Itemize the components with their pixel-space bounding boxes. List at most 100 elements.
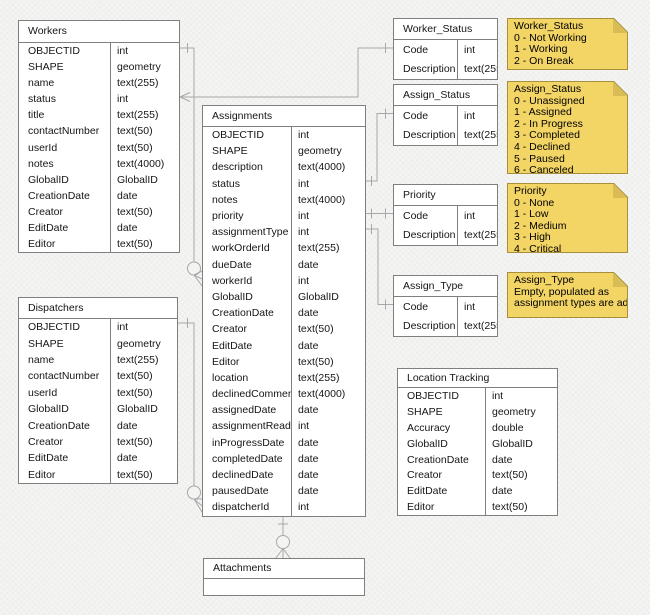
field-type: date [110, 187, 179, 204]
note-line: Empty, populated as [514, 285, 609, 298]
field-type: int [457, 297, 497, 317]
rel-dispatchers-assignments [178, 318, 203, 513]
field-name: declinedDate [212, 469, 274, 482]
field-type: text(50) [110, 368, 177, 385]
table-title: Attachments [204, 559, 364, 579]
field-type: date [110, 219, 179, 236]
field-name: location [212, 371, 249, 384]
rel-line [366, 228, 393, 305]
rel-line [178, 322, 195, 486]
field-type: text(50) [110, 203, 179, 220]
field-name: CreationDate [28, 419, 90, 432]
field-name: name [28, 77, 55, 90]
table-title: Location Tracking [398, 369, 557, 388]
field-type: text(255) [110, 75, 179, 92]
table-empty-row [204, 579, 364, 595]
field-type: text(50) [291, 353, 365, 370]
field-type: text(4000) [291, 386, 365, 403]
field-type: date [485, 451, 557, 468]
field-type: int [291, 272, 365, 289]
field-name: CreationDate [28, 189, 90, 202]
table-title: Workers [19, 21, 179, 43]
field-row: workerId int [203, 272, 365, 289]
note-line: 0 - Not Working [514, 31, 587, 44]
field-type: int [110, 43, 179, 60]
field-name: dispatcherId [212, 501, 270, 514]
zero-circle [187, 261, 201, 276]
field-type: text(50) [110, 235, 179, 253]
field-row: CreationDate date [19, 187, 179, 204]
field-type: int [291, 418, 365, 435]
crow-foot [179, 92, 191, 102]
field-type: GlobalID [110, 171, 179, 188]
field-name: EditDate [407, 485, 448, 498]
field-type: text(255) [110, 107, 179, 124]
field-name: GlobalID [407, 437, 448, 450]
field-name: name [28, 353, 55, 366]
field-row: EditDate date [203, 337, 365, 354]
field-name: Creator [28, 205, 64, 218]
field-type: text(50) [485, 467, 557, 484]
field-name: workerId [212, 274, 253, 287]
field-name: Description [403, 229, 456, 242]
note-title: Priority [514, 185, 547, 197]
field-type: GlobalID [485, 435, 557, 452]
table-title: Worker_Status [394, 19, 497, 40]
field-name: Accuracy [407, 421, 451, 434]
field-type: date [291, 450, 365, 467]
field-name: contactNumber [28, 125, 100, 138]
field-name: SHAPE [28, 61, 64, 74]
field-name: assignedDate [212, 404, 277, 417]
field-type: text(255) [291, 240, 365, 257]
field-row: name text(255) [19, 75, 179, 92]
field-type: int [291, 175, 365, 192]
table-title: Dispatchers [19, 298, 177, 319]
field-name: EditDate [28, 221, 69, 234]
table-title: Assignments [203, 106, 365, 127]
field-type: date [291, 256, 365, 273]
field-name: userId [28, 141, 58, 154]
field-type: int [291, 499, 365, 516]
field-name: Creator [407, 469, 443, 482]
note-line: 6 - Canceled [514, 164, 574, 177]
field-name: GlobalID [28, 403, 69, 416]
field-type: int [457, 206, 497, 226]
field-type: int [110, 91, 179, 108]
field-name: EditDate [212, 339, 253, 352]
field-type: date [291, 337, 365, 354]
rel-line [366, 113, 393, 182]
field-type: text(50) [110, 123, 179, 140]
